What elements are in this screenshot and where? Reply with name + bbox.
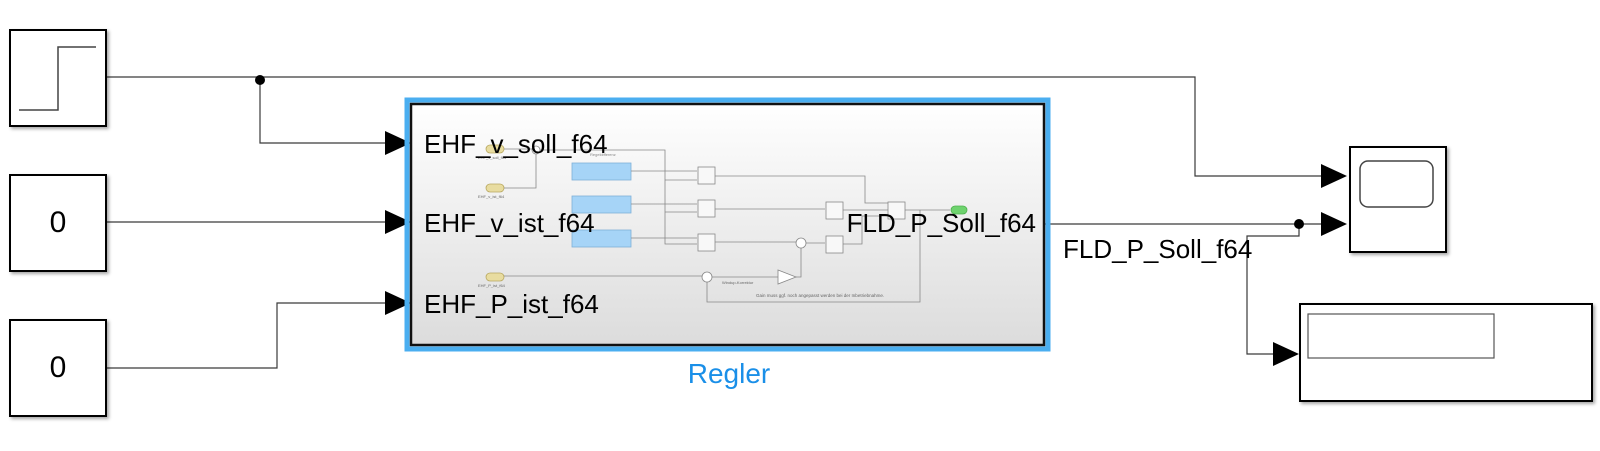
signal-step-out[interactable] [105,76,1325,177]
scope-icon [1359,160,1434,208]
subsystem-regler[interactable]: EHF_v_soll_f64 EHF_v_ist_f64 EHF_P_ist_f… [404,97,1051,352]
signal-label-fld-p-soll[interactable]: FLD_P_Soll_f64 [1063,234,1252,264]
from-tag-p-ist [485,272,505,282]
signal-const2[interactable] [105,302,385,369]
subsystem-name[interactable]: Regler [688,358,770,389]
signal-fld-branch[interactable] [1246,224,1300,355]
constant-block-2[interactable]: 0 [9,319,107,417]
display-value-box [1307,313,1495,359]
signal-lines [105,76,1325,369]
arrow-scope2 [1321,212,1347,236]
arrowheads [385,131,1347,366]
inner-label-p-ist: EHF_P_ist_f64 [478,283,506,288]
arrow-in3 [385,291,411,315]
inner-label-windup: Windup-Korrektur [722,280,754,285]
lookup-block-3 [571,229,632,248]
inport-label-2: EHF_v_ist_f64 [424,208,595,238]
branch-point-step [255,75,265,85]
inner-label-v-ist: EHF_v_ist_f64 [478,194,505,199]
lookup-block-2 [571,195,632,214]
arrow-scope1 [1321,164,1347,188]
outport-label-1: FLD_P_Soll_f64 [847,208,1036,238]
step-icon [19,46,96,111]
inport-label-3: EHF_P_ist_f64 [424,289,599,319]
goto-tag [950,205,968,215]
constant-value-2: 0 [50,351,67,384]
scope-block[interactable] [1349,146,1447,253]
from-tag-v-ist [485,183,505,193]
subsystem-preview [485,144,968,303]
constant-block-1[interactable]: 0 [9,174,107,272]
inport-label-1: EHF_v_soll_f64 [424,129,608,159]
arrow-in1 [385,131,411,155]
arrow-display [1273,342,1299,366]
lookup-block-1 [571,162,632,181]
signal-step-branch[interactable] [259,77,385,144]
display-block[interactable] [1299,303,1593,402]
selection-highlight [404,97,1051,352]
step-block[interactable] [9,29,107,127]
constant-value-1: 0 [50,206,67,239]
inner-annotation: Gain muss ggf. noch angepasst werden bei… [756,293,884,298]
inner-label-regeldifferenz: Regeldifferenz [590,152,616,157]
arrow-in2 [385,210,411,234]
branch-point-output [1294,219,1304,229]
inner-label-v-soll: EHF_v_soll_f64 [478,155,507,160]
